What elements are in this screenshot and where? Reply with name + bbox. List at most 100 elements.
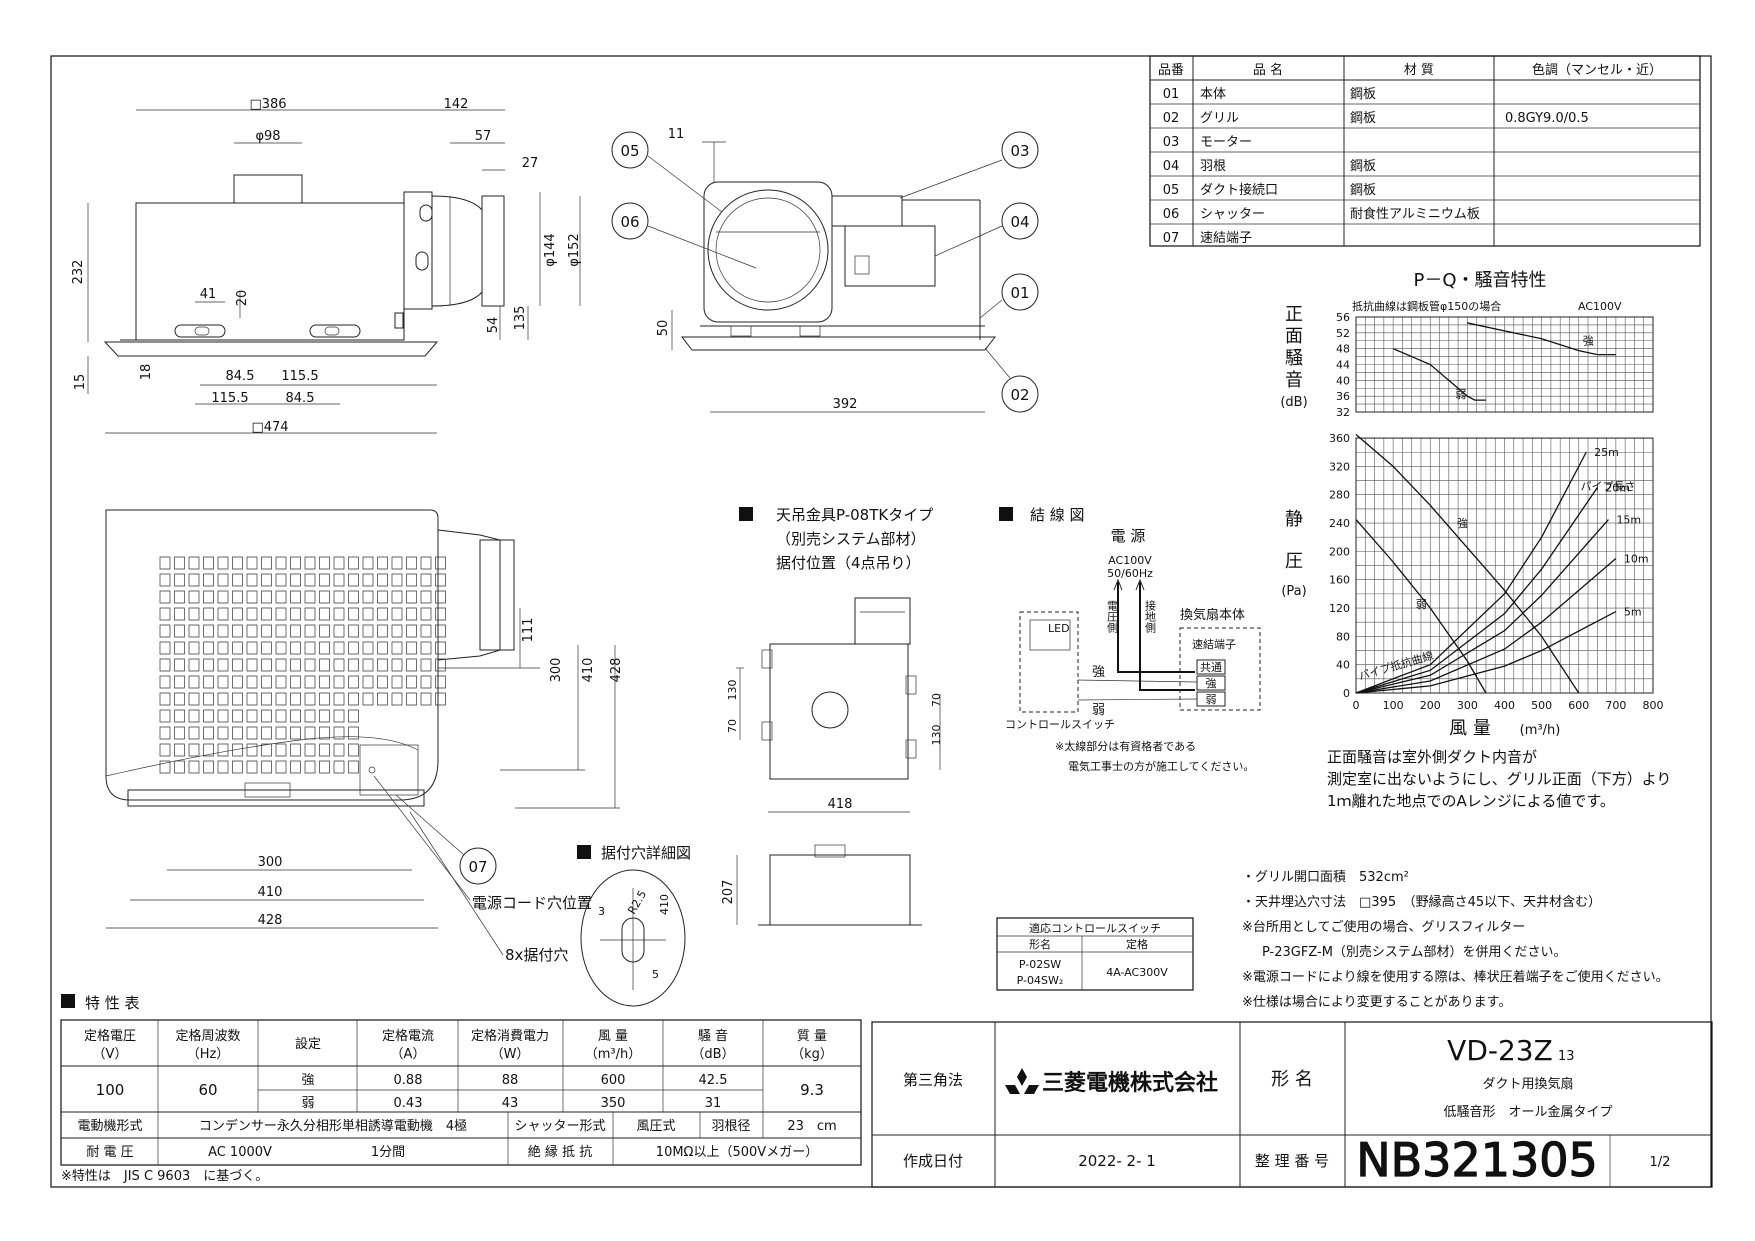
spec-setting: 弱 <box>301 1096 314 1111</box>
pq-xtick: 500 <box>1531 699 1552 712</box>
parts-header-color: 色調（マンセル・近） <box>1532 62 1662 78</box>
spec-blade-label: 羽根径 <box>711 1119 750 1134</box>
pq-series-5 <box>1355 557 1617 694</box>
pipe-length-title: パイプ長さ <box>1581 480 1636 493</box>
qual-note-1: ※太線部分は有資格者である <box>1055 739 1196 753</box>
noise-ytick: 56 <box>1336 311 1350 324</box>
hanger-sub1: （別売システム部材） <box>776 530 926 548</box>
bottom-dim-4: 300 <box>258 855 283 870</box>
spec-airflow: 350 <box>601 1096 626 1111</box>
part-color: 0.8GY9.0/0.5 <box>1505 111 1589 126</box>
pq-label-pipe: 15m <box>1616 514 1641 527</box>
spec-note-1: ・グリル開口面積 532cm² <box>1242 870 1409 885</box>
pq-frame <box>1355 437 1654 694</box>
bottom-dim-1: 300 <box>549 658 564 683</box>
front-dim-17: 84.5 <box>286 391 315 406</box>
front-dim-1: 142 <box>444 97 469 112</box>
side-dim-2: 392 <box>833 397 858 412</box>
parts-header-material: 材 質 <box>1404 63 1434 78</box>
desc-2: 低騒音形 オール金属タイプ <box>1443 1104 1612 1120</box>
pq-label-pipe: 25m <box>1594 446 1619 459</box>
pq-yunit: (Pa) <box>1281 584 1306 599</box>
front-dim-8: 41 <box>200 287 217 302</box>
pq-ytick: 280 <box>1329 489 1350 502</box>
callout-01: 01 <box>1010 284 1029 302</box>
pq-ytick: 40 <box>1336 659 1350 672</box>
hanger-title: 天吊金具P-08TKタイプ <box>776 506 933 524</box>
pq-label-weak: 弱 <box>1416 598 1427 611</box>
part-material: 耐食性アルミニウム板 <box>1350 206 1480 222</box>
part-name: グリル <box>1200 111 1239 126</box>
part-no: 01 <box>1163 87 1180 102</box>
model-label: 形 名 <box>1271 1069 1313 1090</box>
qual-note-2: 電気工事士の方が施工してください。 <box>1068 759 1254 773</box>
doc-no: NB321305 <box>1356 1133 1598 1187</box>
spec-power: 88 <box>502 1073 519 1088</box>
noise-ytick: 36 <box>1336 390 1350 403</box>
pq-ylabel-char: 圧 <box>1285 551 1303 572</box>
pq-xtick: 200 <box>1420 699 1441 712</box>
parts-header-name: 品 名 <box>1253 62 1283 78</box>
pq-ytick: 0 <box>1343 687 1350 700</box>
spec-h-current: 定格電流（A） <box>382 1028 434 1062</box>
hanger-dim-4: 418 <box>828 797 853 812</box>
wiring-title: 結 線 図 <box>1030 506 1085 524</box>
model-suffix: 13 <box>1558 1049 1575 1064</box>
noise-ylabel-char: 面 <box>1285 326 1303 347</box>
page-number: 1/2 <box>1650 1155 1671 1170</box>
callout-06: 06 <box>620 213 639 231</box>
spec-withstand-time: 1分間 <box>371 1145 405 1160</box>
hole-detail: 据付穴詳細図 R2.5 3 410 5 <box>577 844 691 1007</box>
front-dim-13: 18 <box>139 364 154 381</box>
pq-xlabel: 風 量 <box>1449 718 1491 739</box>
part-name: モーター <box>1200 135 1252 150</box>
front-dim-15: 115.5 <box>281 369 318 384</box>
spec-insulation-label: 絶 縁 抵 抗 <box>528 1144 592 1160</box>
parts-header-no: 品番 <box>1158 63 1184 78</box>
pq-xtick: 700 <box>1605 699 1626 712</box>
spec-table-title: 特 性 表 <box>85 994 140 1012</box>
switch-table: 適応コントロールスイッチ 形名 定格 P-02SW P-04SW₂ 4A-AC3… <box>996 917 1194 991</box>
switch-table-model2: P-04SW₂ <box>1017 974 1064 987</box>
part-name: 速結端子 <box>1200 231 1252 246</box>
bottom-view: 111 300 410 428 300 410 428 07 電源コード穴位置 … <box>105 509 624 964</box>
switch-table-rating: 4A-AC300V <box>1106 966 1168 979</box>
part-no: 06 <box>1163 207 1180 222</box>
chart-title: P－Q・騒音特性 <box>1413 270 1546 291</box>
doc-no-label: 整 理 番 号 <box>1255 1152 1329 1170</box>
spec-withstand-value: AC 1000V <box>208 1145 272 1160</box>
pq-ytick: 160 <box>1329 574 1350 587</box>
company-name: 三菱電機株式会社 <box>1042 1070 1218 1096</box>
noise-frame <box>1355 316 1654 413</box>
part-material: 鋼板 <box>1350 183 1376 198</box>
noise-ylabel-char: 正 <box>1285 304 1303 325</box>
hole-detail-title: 据付穴詳細図 <box>601 844 691 862</box>
spec-voltage: 100 <box>96 1081 125 1099</box>
front-dim-16: 115.5 <box>211 391 248 406</box>
callout-03: 03 <box>1010 142 1029 160</box>
part-material: 鋼板 <box>1350 159 1376 174</box>
pq-ytick: 80 <box>1336 630 1350 643</box>
spec-power: 43 <box>502 1096 519 1111</box>
front-dim-12: 15 <box>73 374 88 391</box>
pq-xtick: 0 <box>1353 699 1360 712</box>
pq-ytick: 320 <box>1329 460 1350 473</box>
noise-ytick: 48 <box>1336 343 1350 356</box>
power-spec1: AC100V <box>1108 554 1152 567</box>
title-block: 第三角法 三菱電機株式会社 形 名 VD-23Z 13 ダクト用換気扇 低騒音形… <box>871 1021 1713 1188</box>
noise-label-weak: 弱 <box>1455 388 1466 401</box>
pq-series-6 <box>1355 610 1617 694</box>
front-dim-10: 54 <box>486 317 501 334</box>
ground-side: 接地側 <box>1144 600 1157 633</box>
bottom-dim-5: 410 <box>258 885 283 900</box>
noise-note-1: 正面騒音は室外側ダクト内音が <box>1327 748 1537 766</box>
hanger-sub2: 据付位置（4点吊り） <box>776 554 921 572</box>
front-dim-5: 232 <box>71 260 86 285</box>
front-dim-4: 27 <box>522 156 539 171</box>
hanger-dim-5: 207 <box>721 880 736 905</box>
front-dim-18: □474 <box>251 420 288 435</box>
spec-noise: 42.5 <box>699 1073 728 1088</box>
spec-setting: 強 <box>301 1073 314 1088</box>
